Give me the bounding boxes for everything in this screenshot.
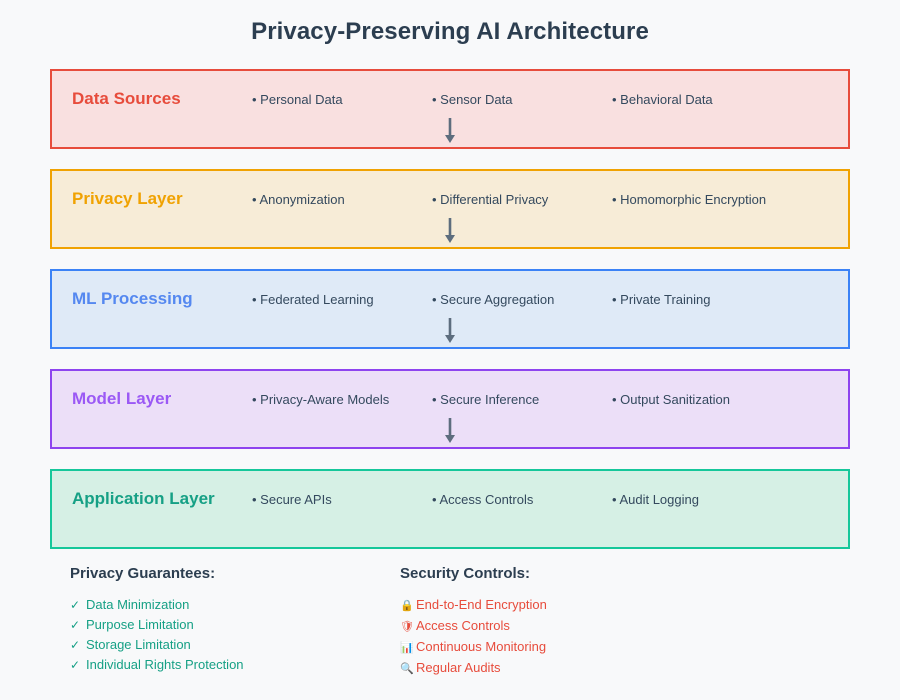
list-item-label: Access Controls	[416, 618, 510, 633]
security-controls-panel: Security Controls: 🔒End-to-End Encryptio…	[400, 565, 547, 679]
layer-item: • Private Training	[612, 292, 711, 307]
layer-item: • Output Sanitization	[612, 392, 731, 407]
layer-item: • Differential Privacy	[432, 192, 549, 207]
layer-title: Model Layer	[72, 389, 172, 408]
layer-item: • Secure Inference	[432, 392, 540, 407]
check-icon: ✓	[70, 658, 81, 672]
layer-box[interactable]: ML Processing • Federated Learning • Secur…	[50, 269, 850, 349]
list-item: 📊Continuous Monitoring	[400, 637, 547, 658]
privacy-guarantees-heading: Privacy Guarantees:	[70, 565, 216, 582]
list-item-label: Continuous Monitoring	[416, 639, 547, 654]
layer-box[interactable]: Application Layer • Secure APIs • Access C…	[50, 469, 850, 549]
list-item: 🛡Access Controls	[400, 616, 547, 637]
list-item: ✓ Storage Limitation	[70, 635, 244, 655]
magnifying-glass-icon: 🔍	[400, 663, 414, 675]
shield-icon: 🛡	[400, 621, 414, 633]
list-item-label: Storage Limitation	[86, 637, 191, 652]
list-item-label: Purpose Limitation	[86, 617, 194, 632]
list-item: ✓ Data Minimization	[70, 595, 244, 615]
flow-arrow-down-icon	[442, 117, 458, 147]
check-icon: ✓	[70, 618, 81, 632]
list-item: 🔍Regular Audits	[400, 658, 547, 679]
check-icon: ✓	[70, 638, 81, 652]
flow-arrow-down-icon	[442, 417, 458, 447]
privacy-guarantees-panel: Privacy Guarantees: ✓ Data Minimization ✓ P…	[70, 565, 244, 675]
flow-arrow-down-icon	[442, 217, 458, 247]
layer-item: • Privacy-Aware Models	[252, 392, 390, 407]
list-item: ✓ Individual Rights Protection	[70, 655, 244, 675]
list-item: 🔒End-to-End Encryption	[400, 595, 547, 616]
check-icon: ✓	[70, 598, 81, 612]
flow-arrow-down-icon	[442, 317, 458, 347]
security-controls-list: 🔒End-to-End Encryption🛡Access Controls📊C…	[400, 595, 547, 679]
security-controls-heading: Security Controls:	[400, 565, 531, 582]
layer-item: • Behavioral Data	[612, 92, 713, 107]
layer-item: • Sensor Data	[432, 92, 513, 107]
privacy-guarantees-list: ✓ Data Minimization ✓ Purpose Limitation ✓ St…	[70, 595, 244, 675]
layer-item: • Audit Logging	[612, 492, 699, 507]
bar-chart-icon: 📊	[400, 642, 414, 654]
layer-item: • Anonymization	[252, 192, 345, 207]
list-item-label: Regular Audits	[416, 660, 501, 675]
layer-title: Data Sources	[72, 89, 181, 108]
list-item-label: Individual Rights Protection	[86, 657, 244, 672]
list-item: ✓ Purpose Limitation	[70, 615, 244, 635]
layer-item: • Personal Data	[252, 92, 343, 107]
layer-item: • Federated Learning	[252, 292, 374, 307]
layer-item: • Access Controls	[432, 492, 534, 507]
page-title: Privacy-Preserving AI Architecture	[251, 18, 649, 45]
layer-item: • Secure Aggregation	[432, 292, 555, 307]
list-item-label: End-to-End Encryption	[416, 597, 547, 612]
layer-item: • Homomorphic Encryption	[612, 192, 767, 207]
layer-title: Privacy Layer	[72, 189, 183, 208]
layer-item: • Secure APIs	[252, 492, 332, 507]
layer-title: Application Layer	[72, 489, 215, 508]
list-item-label: Data Minimization	[86, 597, 190, 612]
layer-title: ML Processing	[72, 289, 193, 308]
lock-icon: 🔒	[400, 600, 414, 612]
